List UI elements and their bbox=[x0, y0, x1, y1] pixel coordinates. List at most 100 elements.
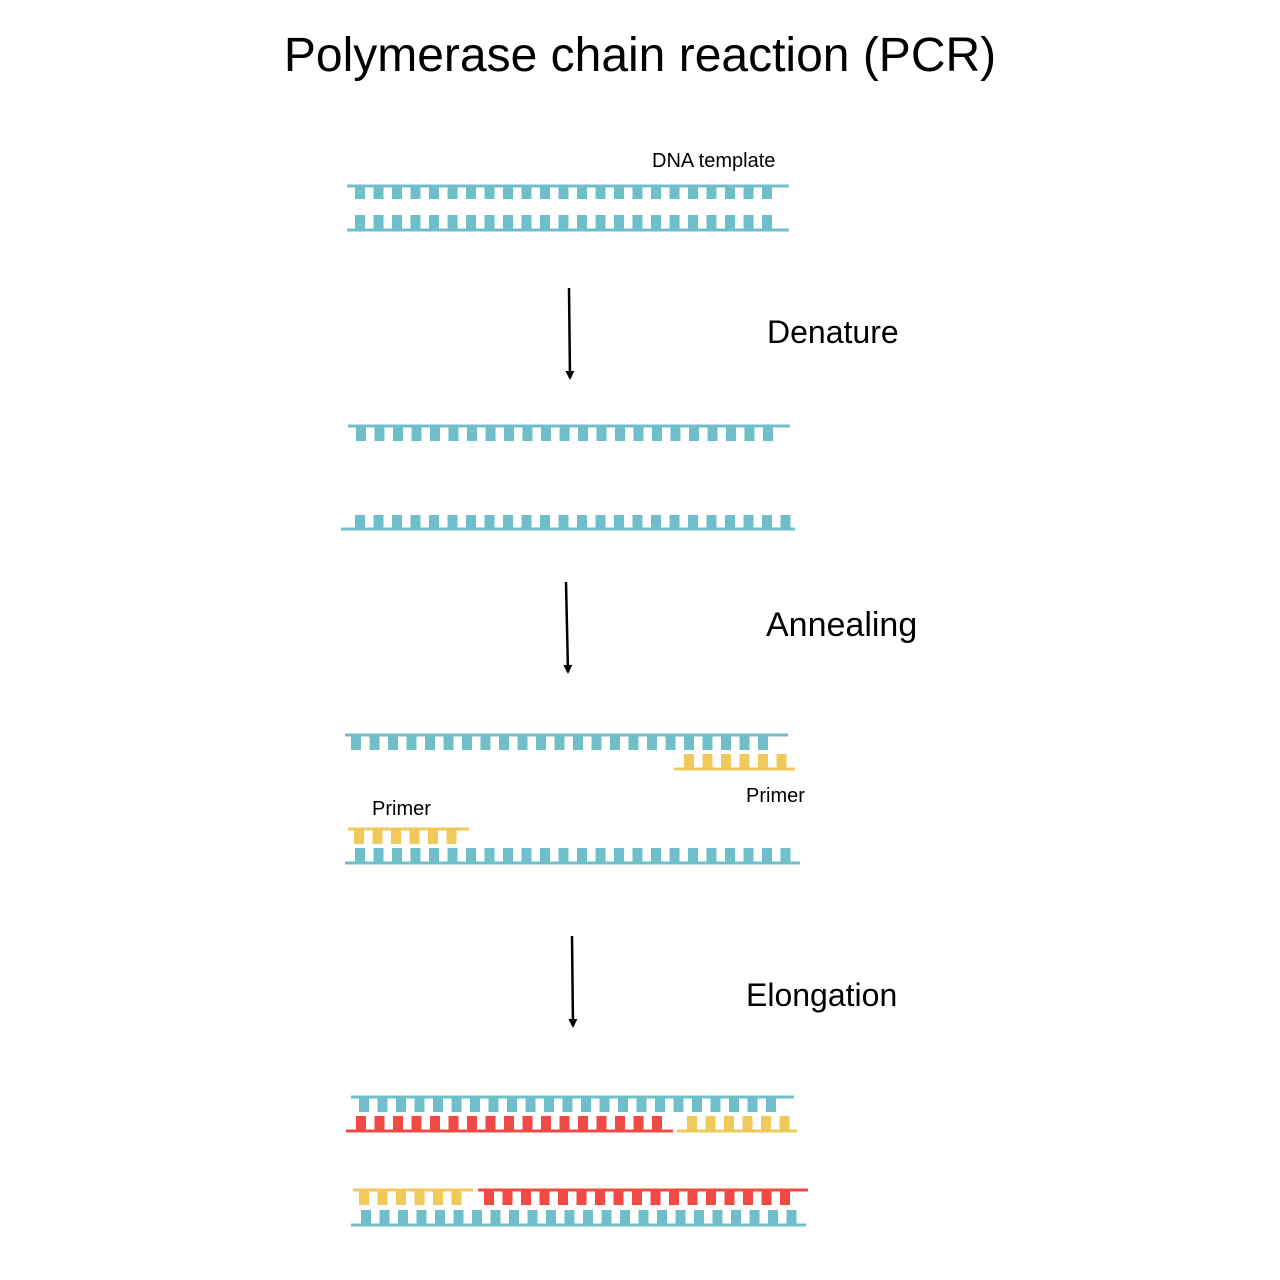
template-strand-top-base bbox=[762, 186, 772, 199]
new-strand-top-base bbox=[374, 1116, 385, 1131]
template-strand-bottom-base bbox=[521, 215, 532, 230]
template-strand-top bbox=[347, 184, 789, 199]
annealing-template-bottom-base bbox=[355, 848, 365, 863]
new-strand-bottom bbox=[478, 1188, 808, 1205]
annealing-template-bottom-base bbox=[762, 848, 772, 863]
new-strand-bottom-base bbox=[558, 1190, 568, 1205]
template-strand-top-base bbox=[632, 186, 643, 199]
annealing-template-top-base bbox=[721, 735, 731, 750]
template-strand-top-base bbox=[743, 186, 754, 199]
annealing-template-top-base bbox=[647, 735, 657, 750]
template-strand-top-base bbox=[614, 186, 624, 199]
denatured-strand-top-base bbox=[578, 426, 588, 441]
new-strand-top-base bbox=[467, 1116, 477, 1131]
denatured-strand-bottom-base bbox=[706, 515, 717, 529]
template-strand-top-base bbox=[355, 186, 365, 199]
template-strand-top-base bbox=[373, 186, 384, 199]
annealing-template-bottom-base bbox=[780, 848, 791, 863]
template-strand-bottom-base bbox=[614, 215, 624, 230]
template-strand-bottom-base bbox=[632, 215, 643, 230]
annealing-template-top-base bbox=[443, 735, 454, 750]
denature-step-label: Denature bbox=[767, 314, 899, 350]
annealing-template-bottom-base bbox=[632, 848, 643, 863]
template-strand-bottom-base bbox=[669, 215, 680, 230]
primer-elongated-right-base bbox=[742, 1116, 753, 1131]
elongation-template-bottom-base bbox=[546, 1210, 556, 1225]
new-strand-top-base bbox=[356, 1116, 366, 1131]
primer-right-base bbox=[684, 754, 694, 769]
denatured-strand-bottom-base bbox=[614, 515, 624, 529]
primer-elongated-left-base bbox=[377, 1190, 388, 1205]
elongation-template-bottom-base bbox=[379, 1210, 390, 1225]
primer-left-base bbox=[446, 829, 457, 844]
elongation-template-top-base bbox=[581, 1097, 591, 1112]
denatured-strand-top-base bbox=[744, 426, 755, 441]
annealing-template-top-base bbox=[480, 735, 491, 750]
new-strand-bottom-base bbox=[687, 1190, 698, 1205]
new-strand-bottom-base bbox=[576, 1190, 587, 1205]
denatured-strand-top-base bbox=[615, 426, 625, 441]
elongation-template-bottom-base bbox=[601, 1210, 612, 1225]
template-strand-bottom-base bbox=[540, 215, 550, 230]
elongation-template-top-base bbox=[414, 1097, 425, 1112]
elongation-template-top-base bbox=[544, 1097, 554, 1112]
new-strand-top-base bbox=[559, 1116, 570, 1131]
denatured-strand-bottom-base bbox=[632, 515, 643, 529]
new-strand-top-base bbox=[448, 1116, 459, 1131]
primer-elongated-right bbox=[677, 1116, 797, 1133]
denatured-strand-bottom-base bbox=[743, 515, 754, 529]
new-strand-bottom-base bbox=[502, 1190, 513, 1205]
template-strand-bottom-base bbox=[410, 215, 421, 230]
annealing-template-bottom-base bbox=[577, 848, 587, 863]
new-strand-top-base bbox=[522, 1116, 533, 1131]
new-strand-bottom-base bbox=[706, 1190, 716, 1205]
annealing-template-top-base bbox=[610, 735, 620, 750]
denatured-strand-top-base bbox=[356, 426, 366, 441]
elongation-template-top-base bbox=[729, 1097, 739, 1112]
annealing-template-top bbox=[345, 733, 788, 750]
new-strand-top-base bbox=[485, 1116, 496, 1131]
denatured-strand-bottom-base bbox=[595, 515, 606, 529]
elongation-template-bottom bbox=[351, 1210, 806, 1227]
primer-left-base bbox=[428, 829, 438, 844]
annealing-template-top-base bbox=[702, 735, 713, 750]
template-strand-top-base bbox=[392, 186, 402, 199]
denatured-strand-bottom-base bbox=[577, 515, 587, 529]
elongation-template-bottom-base bbox=[435, 1210, 445, 1225]
annealing-step-label: Annealing bbox=[766, 606, 918, 644]
annealing-arrow-shaft bbox=[564, 581, 570, 673]
elongation-template-bottom-base bbox=[786, 1210, 797, 1225]
primer-elongated-right-backbone bbox=[677, 1129, 797, 1133]
template-strand-top-base bbox=[447, 186, 458, 199]
new-strand-top-base bbox=[393, 1116, 403, 1131]
denatured-strand-bottom-base bbox=[780, 515, 791, 529]
annealing-template-bottom-base bbox=[595, 848, 606, 863]
primer-elongated-left bbox=[353, 1188, 473, 1205]
new-strand-bottom-base bbox=[521, 1190, 531, 1205]
elongation-template-bottom-base bbox=[453, 1210, 464, 1225]
template-strand-top-base bbox=[484, 186, 495, 199]
primer-elongated-left-base bbox=[433, 1190, 443, 1205]
primer-left-base bbox=[354, 829, 364, 844]
template-strand-top-base bbox=[558, 186, 569, 199]
template-strand-top-base bbox=[540, 186, 550, 199]
denatured-strand-top-base bbox=[411, 426, 422, 441]
denatured-strand-bottom-base bbox=[429, 515, 439, 529]
template-strand-bottom-base bbox=[484, 215, 495, 230]
annealing-template-top-base bbox=[628, 735, 639, 750]
denatured-strand-bottom-base bbox=[762, 515, 772, 529]
elongation-template-top bbox=[351, 1095, 794, 1112]
annealing-arrow bbox=[563, 581, 573, 674]
denature-arrow-shaft bbox=[567, 287, 572, 379]
elongation-template-top-base bbox=[470, 1097, 480, 1112]
annealing-template-bottom-base bbox=[466, 848, 476, 863]
primer-label-left: Primer bbox=[372, 798, 431, 820]
denatured-strand-bottom-base bbox=[392, 515, 402, 529]
elongation-template-bottom-base bbox=[712, 1210, 723, 1225]
primer-right-base bbox=[739, 754, 750, 769]
template-strand-bottom-base bbox=[706, 215, 717, 230]
template-strand-top-base bbox=[410, 186, 421, 199]
denatured-strand-top-base bbox=[374, 426, 385, 441]
denatured-strand-bottom-base bbox=[558, 515, 569, 529]
annealing-template-bottom-base bbox=[614, 848, 624, 863]
